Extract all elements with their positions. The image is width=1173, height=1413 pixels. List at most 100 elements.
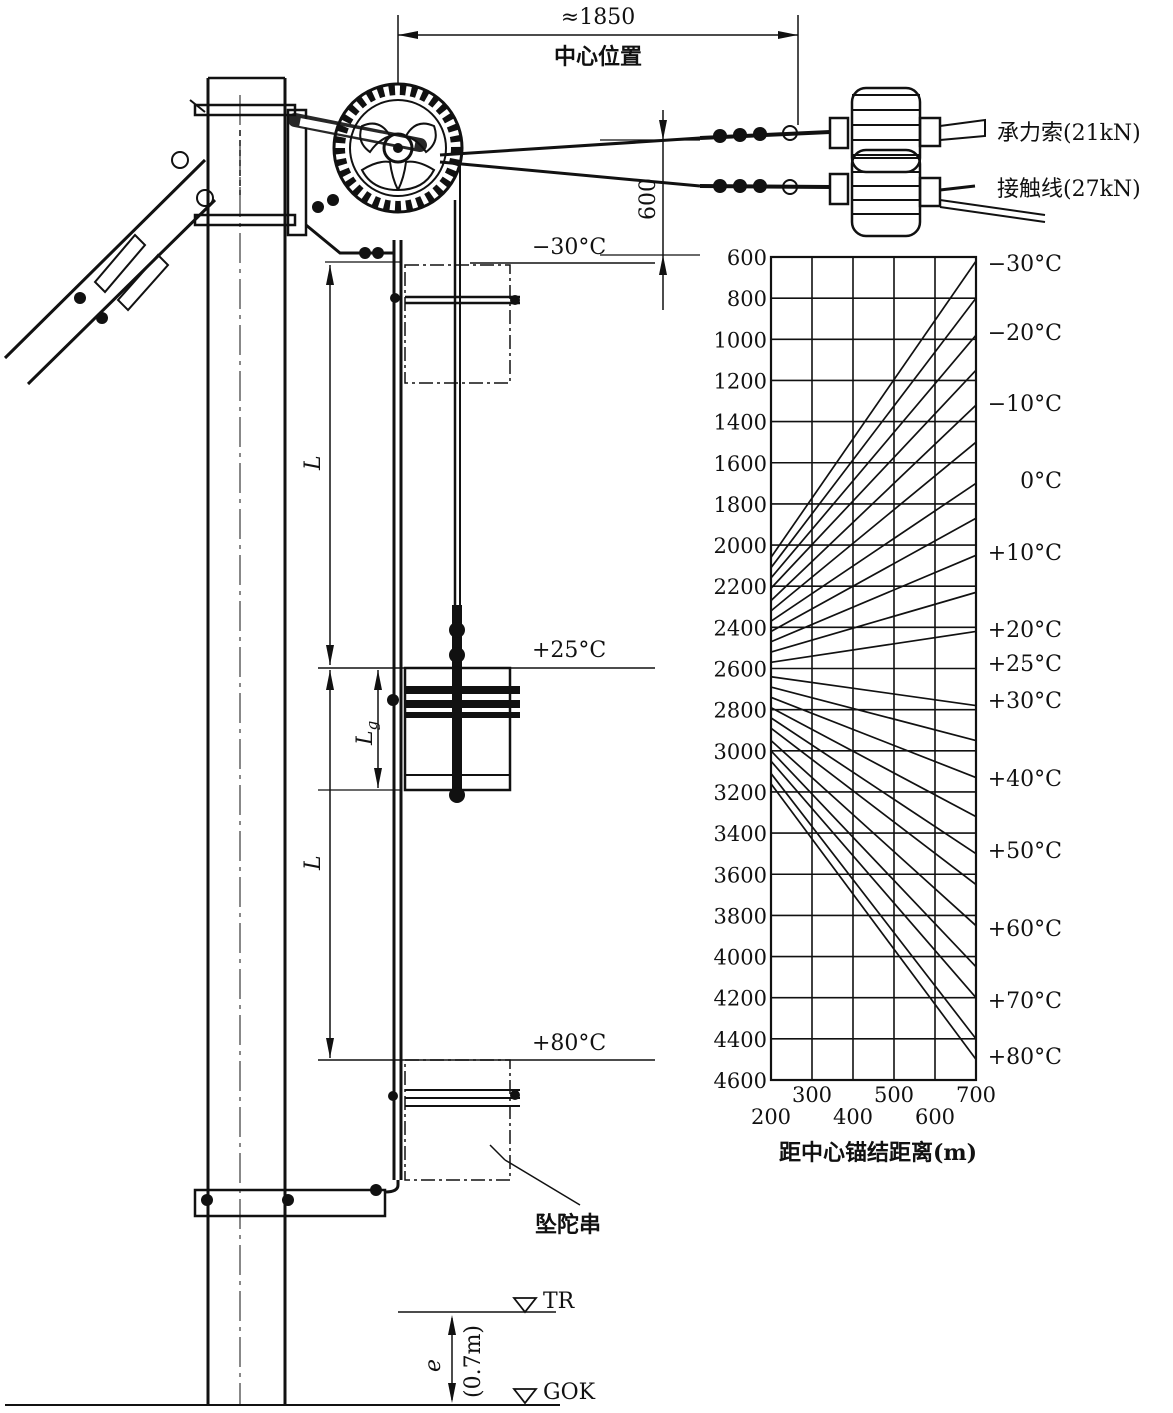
y-tick-label: 4000	[714, 946, 767, 970]
temp-hot-label: +80°C	[532, 1031, 606, 1056]
y-tick-label: 4600	[714, 1069, 767, 1093]
y-tick-label: 600	[727, 246, 767, 270]
temperature-label: +10°C	[988, 541, 1062, 566]
temperature-line	[770, 675, 977, 707]
temperature-line	[770, 517, 977, 633]
insulator-contact	[828, 148, 1046, 238]
L-lower: L	[301, 855, 326, 871]
temperature-line	[770, 591, 977, 653]
temperature-line	[770, 482, 977, 622]
temperature-line	[770, 750, 977, 968]
y-tick-label: 3200	[714, 781, 767, 805]
ground-levels: TR GOK e (0.7m)	[5, 1289, 596, 1406]
center-position-label: 中心位置	[554, 44, 642, 70]
temperature-line	[770, 630, 977, 664]
x-tick-label: 500	[874, 1083, 914, 1107]
temperature-line	[770, 260, 977, 558]
svg-text:Lg: Lg	[353, 721, 381, 746]
catenary-wires: 承力索(21kN) 接触线(27kN)	[439, 86, 1141, 238]
weight-stack-mid	[387, 622, 520, 803]
y-tick-label: 1400	[714, 411, 767, 435]
y-tick-label: 4400	[714, 1028, 767, 1052]
temperature-line	[770, 404, 977, 602]
temperature-label: −20°C	[988, 321, 1062, 346]
temperature-line	[770, 760, 977, 999]
dimension-1850: ≈1850 中心位置	[397, 5, 799, 125]
x-tick-label: 700	[956, 1083, 996, 1107]
weight-stack-cold	[325, 261, 520, 384]
temperature-label: +25°C	[988, 652, 1062, 677]
chart-temperature-labels: −30°C −20°C −10°C 0°C +10°C +20°C +25°C +30°C +4…	[988, 252, 1062, 1070]
temperature-line	[770, 334, 977, 579]
y-tick-label: 2600	[714, 658, 767, 682]
mast	[193, 76, 387, 1405]
temperature-label: +60°C	[988, 917, 1062, 942]
chart-x-ticks: 300 500 700 200 400 600	[751, 1083, 996, 1129]
x-tick-label: 200	[751, 1105, 791, 1129]
e-symbol: e	[421, 1359, 446, 1372]
anchor-stay-rods	[3, 99, 241, 386]
temperature-line	[770, 772, 977, 1040]
L-upper: L	[301, 455, 326, 471]
temperature-line	[770, 686, 977, 742]
span-value: ≈1850	[561, 5, 635, 30]
y-tick-label: 2000	[714, 534, 767, 558]
chart-y-ticks: 600 800 1000 1200 1400 1600 1800 2000 2200 2400 26…	[714, 246, 767, 1093]
temperature-line	[770, 441, 977, 612]
temperature-label: −30°C	[988, 252, 1062, 277]
contact-wire-label: 接触线(27kN)	[997, 177, 1141, 202]
chart-lines	[770, 260, 977, 1060]
Lg-subscript: g	[363, 721, 381, 731]
e-value: (0.7m)	[461, 1325, 486, 1398]
y-tick-label: 4200	[714, 987, 767, 1011]
travel-dimensions: L L Lg	[301, 265, 382, 1058]
x-tick-label: 600	[915, 1105, 955, 1129]
x-tick-label: 400	[833, 1105, 873, 1129]
temperature-label: −10°C	[988, 392, 1062, 417]
y-tick-label: 1800	[714, 493, 767, 517]
weight-stack-label: 坠陀串	[535, 1212, 601, 1238]
temp-cold-label: −30°C	[532, 235, 606, 260]
temperature-label: +70°C	[988, 989, 1062, 1014]
temperature-line	[770, 717, 977, 855]
chart-x-axis-label: 距中心锚结距离(m)	[779, 1140, 977, 1166]
temperature-line	[770, 369, 977, 589]
temperature-label: +40°C	[988, 767, 1062, 792]
y-tick-label: 1200	[714, 369, 767, 393]
weight-stack-hot: 坠陀串	[388, 1059, 601, 1238]
weight-guide	[384, 160, 462, 1194]
temperature-line	[770, 297, 977, 569]
y-tick-label: 3400	[714, 822, 767, 846]
temperature-line	[770, 554, 977, 643]
rail-level-label: TR	[543, 1289, 576, 1314]
temperature-label: +20°C	[988, 618, 1062, 643]
y-tick-label: 3000	[714, 740, 767, 764]
messenger-wire-label: 承力索(21kN)	[997, 121, 1141, 146]
temperature-line	[770, 739, 977, 927]
x-tick-label: 300	[792, 1083, 832, 1107]
offset-value: 600	[636, 178, 661, 220]
y-tick-label: 3600	[714, 863, 767, 887]
temperature-label: 0°C	[1020, 469, 1062, 494]
temperature-line	[770, 783, 977, 1060]
y-tick-label: 2200	[714, 575, 767, 599]
y-tick-label: 2400	[714, 616, 767, 640]
temperature-line	[770, 706, 977, 818]
ground-level-label: GOK	[543, 1380, 596, 1405]
temperature-line	[770, 696, 977, 779]
temperature-label: +30°C	[988, 689, 1062, 714]
temperature-label: +50°C	[988, 839, 1062, 864]
temp-mid-label: +25°C	[532, 638, 606, 663]
Lg-symbol: L	[353, 730, 378, 746]
temperature-line	[770, 727, 977, 886]
temperature-chart: 600 800 1000 1200 1400 1600 1800 2000 2200 2400 26…	[714, 246, 1062, 1166]
y-tick-label: 3800	[714, 904, 767, 928]
y-tick-label: 2800	[714, 699, 767, 723]
y-tick-label: 1000	[714, 328, 767, 352]
y-tick-label: 1600	[714, 452, 767, 476]
dimension-600: 600	[600, 110, 700, 310]
temperature-markers: −30°C +25°C +80°C	[318, 235, 655, 1061]
temperature-label: +80°C	[988, 1045, 1062, 1070]
y-tick-label: 800	[727, 287, 767, 311]
